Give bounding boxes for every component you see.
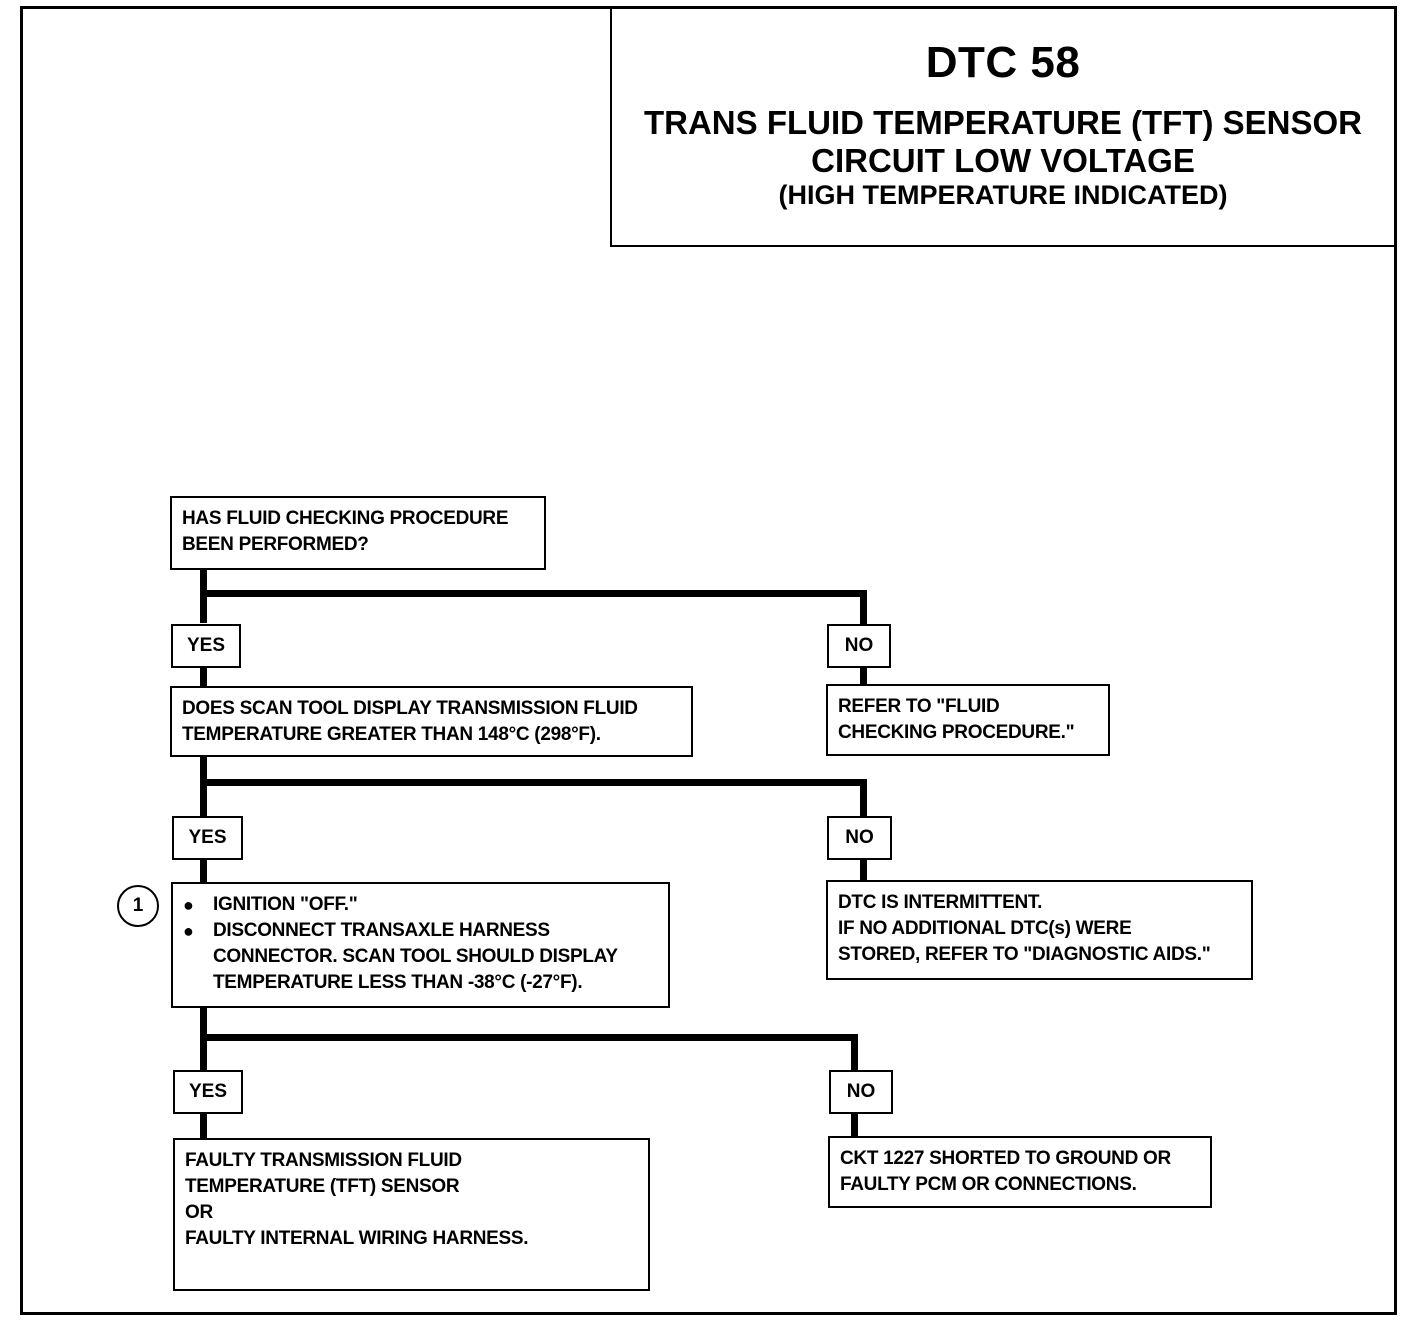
connector-q1-no-down — [860, 590, 867, 625]
question-fluid-check: HAS FLUID CHECKING PROCEDURE BEEN PERFOR… — [170, 496, 546, 570]
no-tag: NO — [829, 1070, 893, 1114]
step-text: IGNITION "OFF." — [213, 894, 358, 915]
question-line: BEEN PERFORMED? — [182, 534, 369, 555]
bullet-dot-icon: ● — [183, 921, 194, 941]
title-line-2: CIRCUIT LOW VOLTAGE — [811, 142, 1195, 179]
connector-q1-yes-to-q2 — [200, 666, 207, 688]
connector-q2-down — [200, 755, 207, 817]
question-line: DOES SCAN TOOL DISPLAY TRANSMISSION FLUI… — [182, 698, 638, 719]
connector-q3-yes-to-result — [200, 1112, 207, 1140]
no-tag: NO — [827, 816, 892, 860]
question-line: TEMPERATURE GREATER THAN 148°C (298°F). — [182, 724, 601, 745]
result-ckt-shorted: CKT 1227 SHORTED TO GROUND OR FAULTY PCM… — [828, 1136, 1212, 1208]
result-line: TEMPERATURE (TFT) SENSOR — [185, 1176, 460, 1197]
result-line: CHECKING PROCEDURE." — [838, 722, 1075, 743]
step-text: DISCONNECT TRANSAXLE HARNESS — [213, 920, 550, 941]
dtc-code: DTC 58 — [925, 38, 1081, 87]
connector-q2-horizontal — [200, 779, 867, 786]
bullet-dot-icon: ● — [183, 895, 194, 915]
question-line: HAS FLUID CHECKING PROCEDURE — [182, 508, 509, 529]
step-text: TEMPERATURE LESS THAN -38°C (-27°F). — [213, 972, 583, 993]
title-line-1: TRANS FLUID TEMPERATURE (TFT) SENSOR — [643, 104, 1363, 141]
result-line: STORED, REFER TO "DIAGNOSTIC AIDS." — [838, 944, 1211, 965]
result-line: FAULTY TRANSMISSION FLUID — [185, 1150, 462, 1171]
yes-tag: YES — [173, 1070, 243, 1114]
connector-q2-no-down — [860, 779, 867, 818]
result-line: IF NO ADDITIONAL DTC(s) WERE — [838, 918, 1132, 939]
question-scan-tool-temp: DOES SCAN TOOL DISPLAY TRANSMISSION FLUI… — [170, 686, 693, 757]
result-line: FAULTY PCM OR CONNECTIONS. — [840, 1174, 1137, 1195]
title-block: DTC 58 TRANS FLUID TEMPERATURE (TFT) SEN… — [610, 6, 1396, 247]
connector-q1-horizontal — [200, 590, 867, 597]
connector-q3-no-down — [851, 1034, 858, 1071]
result-intermittent: DTC IS INTERMITTENT. IF NO ADDITIONAL DT… — [826, 880, 1253, 980]
title-line-3: (HIGH TEMPERATURE INDICATED) — [778, 180, 1228, 210]
connector-q3-no-to-result — [851, 1112, 858, 1138]
connector-q2-no-to-result — [860, 858, 867, 883]
step-ignition-off-test: ● IGNITION "OFF." ● DISCONNECT TRANSAXLE… — [171, 882, 670, 1008]
result-line: FAULTY INTERNAL WIRING HARNESS. — [185, 1228, 529, 1249]
result-fluid-procedure: REFER TO "FLUID CHECKING PROCEDURE." — [826, 684, 1110, 756]
result-line: DTC IS INTERMITTENT. — [838, 892, 1043, 913]
result-line: CKT 1227 SHORTED TO GROUND OR — [840, 1148, 1171, 1169]
result-faulty-sensor: FAULTY TRANSMISSION FLUID TEMPERATURE (T… — [173, 1138, 650, 1291]
result-line: REFER TO "FLUID — [838, 696, 1000, 717]
no-tag: NO — [827, 624, 891, 668]
yes-tag: YES — [172, 816, 243, 860]
connector-q2-yes-to-q3 — [200, 858, 207, 885]
connector-q3-horizontal — [200, 1034, 858, 1041]
yes-tag: YES — [171, 624, 241, 668]
step-text: CONNECTOR. SCAN TOOL SHOULD DISPLAY — [213, 946, 618, 967]
result-line: OR — [185, 1202, 213, 1223]
step-number-badge: 1 — [117, 885, 159, 927]
connector-q1-no-to-result — [860, 666, 867, 686]
